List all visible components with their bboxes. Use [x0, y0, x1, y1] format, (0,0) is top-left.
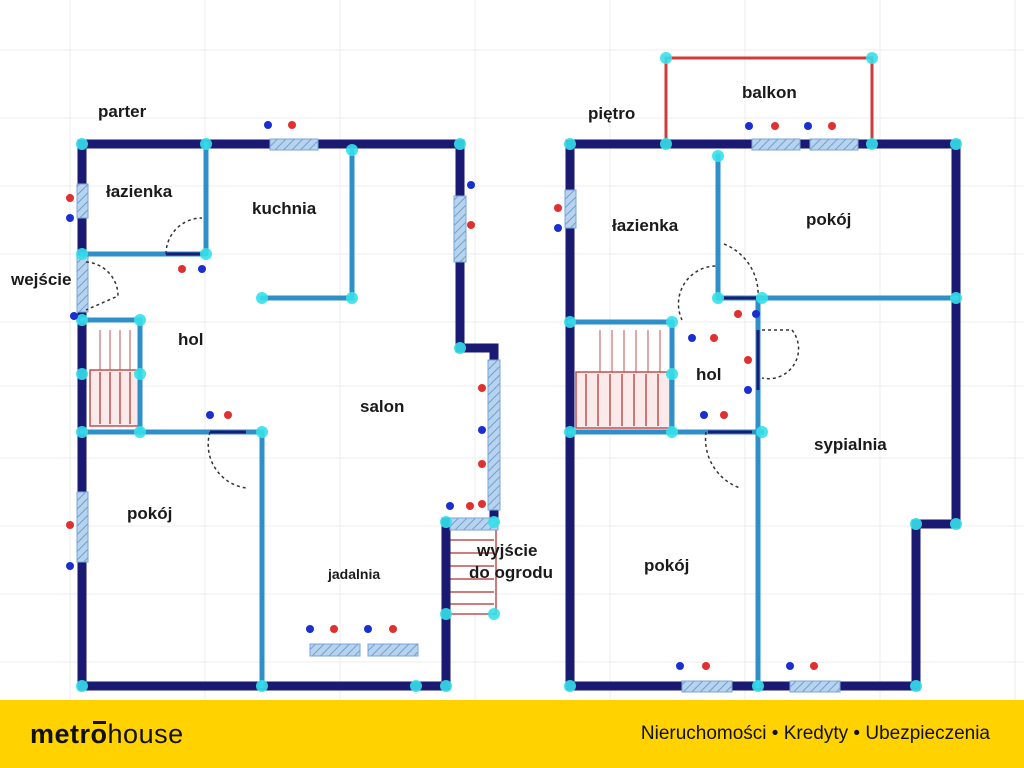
room-label-ground-kitchen: kuchnia: [252, 199, 317, 218]
ground-floor-plan: parter łazienka kuchnia wejście hol salo…: [10, 102, 553, 692]
ground-joints: [76, 138, 500, 692]
room-label-dining: jadalnia: [327, 566, 380, 582]
room-label-first-hall: hol: [696, 365, 722, 384]
balcony-outline: [664, 56, 874, 144]
floor-plan: parter łazienka kuchnia wejście hol salo…: [0, 0, 1024, 700]
ground-markers: [66, 121, 486, 633]
logo-text-light: house: [107, 718, 184, 749]
room-label-balcony: balkon: [742, 83, 797, 102]
room-label-garden-exit-line1: wyjście: [476, 541, 538, 560]
floor-label-ground: parter: [98, 102, 147, 121]
ground-stairs: [89, 330, 497, 615]
ground-outer-walls: [77, 139, 499, 691]
room-label-entrance: wejście: [10, 270, 72, 289]
room-label-ground-hall: hol: [178, 330, 204, 349]
logo-text-bold: metr: [30, 718, 91, 749]
room-label-ground-bathroom: łazienka: [106, 182, 173, 201]
background-grid: [0, 0, 1024, 700]
room-label-ground-room: pokój: [127, 504, 172, 523]
room-label-bedroom: sypialnia: [814, 435, 887, 454]
ground-windows: [76, 138, 501, 657]
first-doors: [677, 243, 800, 489]
room-label-first-room-bottom: pokój: [644, 556, 689, 575]
first-windows: [564, 138, 859, 693]
logo-text-o: o: [90, 718, 108, 749]
room-label-garden-exit-line2: do ogrodu: [469, 563, 553, 582]
first-stairs: [575, 330, 671, 429]
brand-tagline: Nieruchomości • Kredyty • Ubezpieczenia: [640, 723, 990, 744]
room-label-living-room: salon: [360, 397, 404, 416]
room-label-first-bathroom: łazienka: [612, 216, 679, 235]
ground-partitions: [79, 141, 355, 689]
ground-doors: [85, 217, 247, 489]
first-markers: [554, 122, 836, 670]
first-joints: [564, 52, 962, 692]
room-label-first-room-top: pokój: [806, 210, 851, 229]
first-floor-plan: piętro balkon łazienka pokój hol sypialn…: [554, 52, 962, 693]
floor-label-first: piętro: [588, 104, 635, 123]
